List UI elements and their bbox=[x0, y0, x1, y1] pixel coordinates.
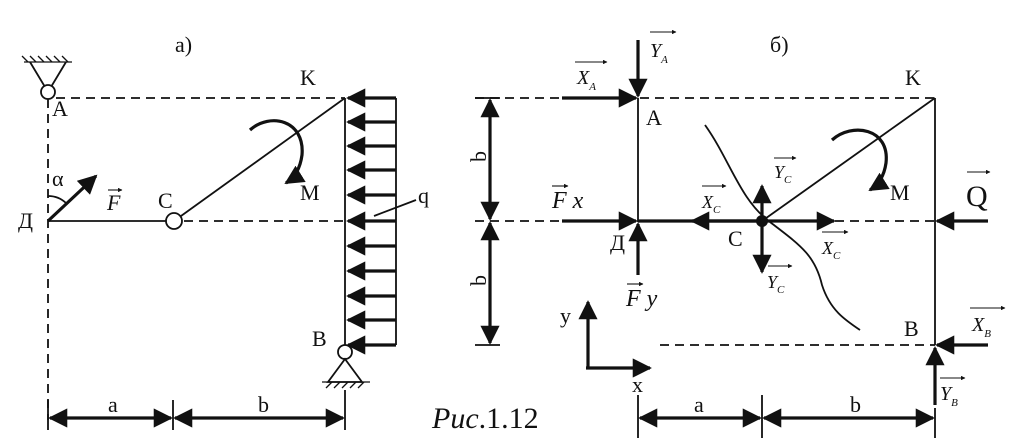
dimension-b-upper-label: b bbox=[466, 151, 491, 162]
caption-prefix: Рис bbox=[431, 402, 479, 435]
angle-alpha-label: α bbox=[52, 166, 64, 191]
moment-m-label: M bbox=[300, 180, 320, 205]
force-yc-label: YC bbox=[774, 162, 792, 186]
force-q-label: Q bbox=[966, 180, 988, 213]
force-xb-label: XB bbox=[971, 314, 991, 340]
dimension-a-label: a bbox=[108, 392, 118, 417]
dimension-b-label-b: b bbox=[850, 392, 861, 417]
axis-x-label: x bbox=[632, 372, 643, 397]
hinge-c bbox=[165, 212, 183, 230]
panel-a-title: а) bbox=[175, 32, 192, 57]
support-b-hinge bbox=[322, 344, 370, 389]
point-d-label-b: Д bbox=[610, 230, 625, 255]
force-xc-prime-label: XC bbox=[701, 192, 721, 216]
support-a-hinge bbox=[21, 55, 72, 100]
force-yb-label: YB bbox=[940, 383, 958, 409]
force-ya-label: YA bbox=[650, 40, 668, 66]
load-q-leader bbox=[373, 199, 417, 217]
point-k-label: K bbox=[300, 65, 316, 90]
force-f-label: F bbox=[106, 190, 121, 215]
point-b-label-b: B bbox=[904, 316, 919, 341]
dimension-a-label-b: a bbox=[694, 392, 704, 417]
dimension-b-lower-label: b bbox=[466, 275, 491, 286]
point-a-label: A bbox=[52, 96, 68, 121]
point-c-label-b: C bbox=[728, 226, 743, 251]
force-fy-label: F y bbox=[625, 286, 658, 312]
panel-b: б) K A Д C B b b XA bbox=[466, 29, 1006, 438]
figure-caption: Рис.1.12 bbox=[431, 402, 539, 435]
caption-number: .1.12 bbox=[479, 402, 539, 435]
point-k-label-b: K bbox=[905, 65, 921, 90]
axis-y-label: y bbox=[560, 303, 571, 328]
moment-m-label-b: M bbox=[890, 180, 910, 205]
force-yc-prime-label: YC bbox=[767, 272, 785, 296]
beam-ck bbox=[180, 97, 346, 217]
load-q-label: q bbox=[418, 183, 429, 208]
point-d-label: Д bbox=[18, 208, 33, 233]
force-fx-label: F x bbox=[551, 188, 584, 214]
panel-a: а) A K Д C α bbox=[18, 32, 429, 430]
moment-m-arrow bbox=[248, 119, 306, 185]
moment-m-arrow-b bbox=[830, 128, 890, 192]
point-a-label-b: A bbox=[646, 105, 662, 130]
force-xc-label: XC bbox=[821, 238, 841, 262]
point-c-label: C bbox=[158, 188, 173, 213]
force-xa-label: XA bbox=[576, 67, 596, 93]
angle-alpha-arc bbox=[47, 195, 67, 204]
force-f-arrow bbox=[46, 174, 98, 223]
panel-b-title: б) bbox=[770, 32, 789, 57]
distributed-load-q bbox=[346, 88, 397, 355]
section-cut-curve bbox=[704, 124, 861, 331]
dimension-b-label: b bbox=[258, 392, 269, 417]
beam-ck-b bbox=[761, 97, 936, 222]
point-b-label: B bbox=[312, 326, 327, 351]
